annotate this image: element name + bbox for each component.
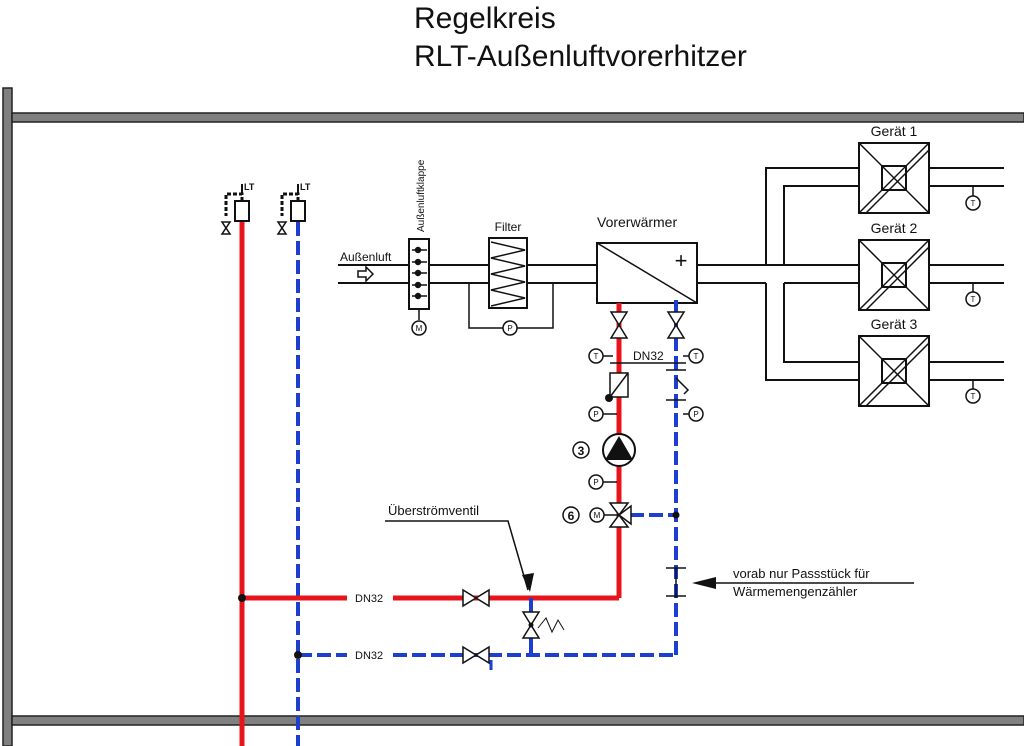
device-3	[858, 335, 930, 407]
outdoor-air-label: Außenluft	[340, 250, 392, 264]
supply-branch	[238, 525, 622, 602]
overflow-valve[interactable]	[521, 598, 565, 655]
filter-pressure-icon	[502, 320, 518, 336]
overflow-valve-label: Überströmventil	[388, 503, 479, 518]
return-temp-icon: T	[694, 352, 699, 361]
pressure-gauges	[588, 406, 704, 490]
diagram-title: Regelkreis RLT-Außenluftvorerhitzer	[414, 0, 747, 76]
heater-supply-valve[interactable]	[609, 311, 629, 339]
heater-dn-label: DN32	[633, 349, 664, 363]
air-duct	[338, 167, 1004, 381]
supply-shutoff-valve[interactable]	[462, 588, 490, 608]
supply-temp-icon: T	[594, 352, 599, 361]
pump-number: 3	[578, 444, 585, 458]
supply-dn-label: DN32	[355, 593, 383, 605]
return-dn-label: DN32	[355, 650, 383, 662]
supply-lt-label: LT	[244, 182, 255, 192]
svg-text:M: M	[594, 511, 601, 520]
title-line-2: RLT-Außenluftvorerhitzer	[414, 40, 747, 73]
airflow-arrow-icon	[357, 265, 375, 283]
outlet-temperature-sensors	[965, 186, 981, 404]
preheater-label: Vorerwärmer	[597, 214, 677, 230]
device-2	[858, 239, 930, 311]
damper-motor-icon	[411, 320, 427, 336]
heating-plus-icon: +	[675, 248, 688, 273]
note-line-1: vorab nur Passstück für	[733, 566, 870, 581]
device-3-label: Gerät 3	[871, 316, 918, 332]
three-way-valve[interactable]	[604, 502, 632, 528]
heat-meter-spool	[666, 567, 686, 598]
supply-pressure-icon: P	[593, 410, 598, 419]
pump-pressure-icon: P	[593, 478, 598, 487]
pump-number-badge	[572, 441, 590, 459]
title-line-1: Regelkreis	[414, 2, 556, 35]
svg-text:M: M	[416, 324, 423, 333]
overflow-leader-line	[385, 520, 529, 591]
return-pressure-icon: P	[693, 410, 698, 419]
svg-text:P: P	[507, 324, 512, 333]
building-walls	[2, 87, 1024, 746]
temp-sensor-1-icon: T	[971, 199, 976, 208]
note-arrowhead-icon	[692, 577, 716, 589]
heater-return-valve[interactable]	[666, 311, 686, 339]
overflow-arrowhead-icon	[522, 573, 534, 592]
device-2-label: Gerät 2	[871, 220, 918, 236]
heater-temperature-sensors	[588, 348, 704, 364]
supply-check-valve	[605, 372, 629, 402]
preheater-coil: +	[596, 242, 698, 304]
return-lt-label: LT	[300, 182, 311, 192]
valve-motor-icon	[589, 507, 605, 523]
outdoor-air-damper: M	[408, 238, 430, 336]
supply-riser-top	[220, 184, 250, 235]
device-1-label: Gerät 1	[871, 123, 918, 139]
filter-label: Filter	[495, 220, 522, 234]
valve-number: 6	[568, 509, 575, 523]
temp-sensor-3-icon: T	[971, 392, 976, 401]
valve-number-badge	[562, 506, 580, 524]
device-1	[858, 142, 930, 214]
circulation-pump[interactable]	[602, 433, 636, 467]
note-line-2: Wärmemengenzähler	[733, 584, 858, 599]
return-fittings	[666, 369, 690, 401]
filter: P	[468, 237, 554, 336]
temp-sensor-2-icon: T	[971, 295, 976, 304]
bypass-junction	[672, 511, 680, 519]
return-shutoff-valve[interactable]	[462, 645, 490, 665]
return-riser-top	[276, 184, 306, 235]
outdoor-damper-label: Außenluftklappe	[416, 159, 427, 232]
